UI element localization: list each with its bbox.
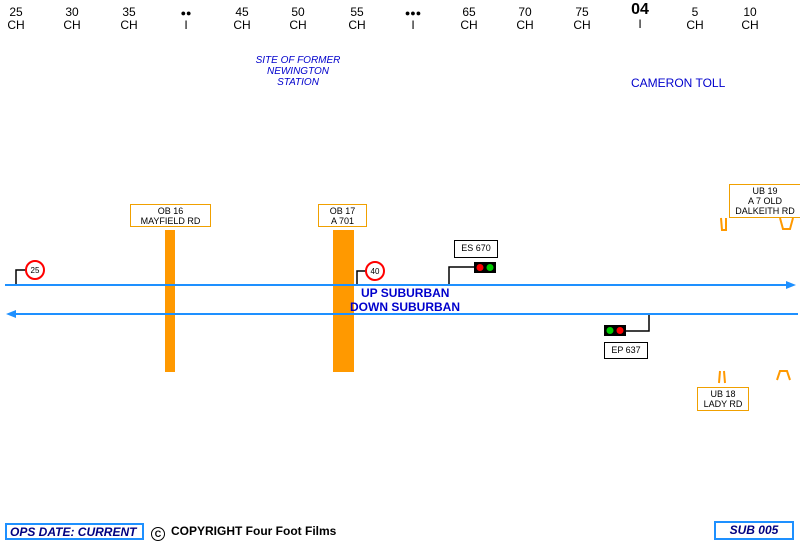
ub19-road-line2: DALKEITH RD: [735, 206, 795, 216]
milepost-unit: CH: [233, 18, 251, 32]
signal-ep637-head: [604, 325, 626, 336]
milepost-value: 45: [235, 5, 249, 19]
milepost-dots: ●●●: [404, 8, 422, 18]
signal-ep637-post: [626, 315, 650, 332]
milepost-3: ●●I: [156, 8, 216, 32]
signal-es670-red-lamp-icon: [476, 264, 484, 271]
ub19-abutment-right: [779, 217, 794, 230]
station-note-line2: NEWINGTON: [266, 66, 330, 77]
milepost-value: 10: [743, 5, 757, 19]
bridge-ob17-label: OB 17 A 701: [318, 204, 367, 227]
copyright-notice: C COPYRIGHT Four Foot Films: [151, 524, 336, 541]
ub19-number: UB 19: [752, 186, 778, 196]
milepost-value: 25: [9, 5, 23, 19]
milepost-unit: CH: [63, 18, 81, 32]
up-direction-arrow-icon: [786, 281, 796, 289]
speed-sign-40-post: [356, 270, 366, 284]
milepost-7: ●●●I: [383, 8, 443, 32]
milepost-value: 70: [518, 5, 532, 19]
copyright-text: COPYRIGHT Four Foot Films: [171, 524, 337, 538]
speed-sign-25-post: [15, 269, 26, 284]
ops-date-badge: OPS DATE: CURRENT: [5, 523, 144, 540]
milepost-value: 65: [462, 5, 476, 19]
milepost-unit: CH: [741, 18, 759, 32]
signal-es670-post: [448, 266, 474, 284]
milepost-dots: ●●: [180, 8, 192, 18]
speed-sign-25-value: 25: [31, 266, 40, 275]
speed-sign-40-value: 40: [371, 267, 380, 276]
milepost-unit: I: [411, 18, 415, 32]
milepost-unit: CH: [348, 18, 366, 32]
milepost-unit: CH: [516, 18, 534, 32]
milepost-value: 04: [631, 1, 649, 18]
place-name-cameron-toll: CAMERON TOLL: [631, 76, 726, 90]
speed-sign-25-icon: [25, 260, 45, 280]
milepost-value: 35: [122, 5, 136, 19]
ub18-abutment-right: [776, 370, 791, 381]
signal-ep637-red-lamp-icon: [616, 327, 624, 334]
milepost-unit: I: [638, 17, 642, 31]
milepost-value: 75: [575, 5, 589, 19]
ub18-abutment-left: [718, 370, 726, 384]
bridge-ob16-span: [165, 230, 175, 372]
station-note-line3: STATION: [277, 77, 319, 88]
milepost-unit: CH: [289, 18, 307, 32]
sheet-number-badge: SUB 005: [714, 521, 794, 540]
former-station-note: SITE OF FORMER NEWINGTON STATION: [248, 55, 348, 88]
down-direction-arrow-icon: [6, 310, 16, 318]
bridge-ub19-label: UB 19 A 7 OLD DALKEITH RD: [729, 184, 800, 218]
milepost-value: 30: [65, 5, 79, 19]
copyright-icon: C: [151, 527, 165, 541]
ob17-number: OB 17: [329, 206, 356, 216]
ob17-road: A 701: [330, 216, 355, 226]
milepost-value: 5: [691, 5, 699, 19]
signal-es670-green-lamp-icon: [486, 264, 494, 271]
milepost-value: 55: [350, 5, 364, 19]
signal-es670-head: [474, 262, 496, 273]
bridge-ob17-span: [333, 230, 354, 372]
ub18-road: LADY RD: [703, 399, 743, 409]
down-suburban-label: DOWN SUBURBAN: [350, 300, 460, 314]
ub19-road-line1: A 7 OLD: [747, 196, 783, 206]
station-note-line1: SITE OF FORMER: [255, 55, 341, 66]
milepost-unit: CH: [460, 18, 478, 32]
bridge-ob16-label: OB 16 MAYFIELD RD: [130, 204, 211, 227]
milepost-unit: CH: [686, 18, 704, 32]
milepost-unit: CH: [573, 18, 591, 32]
bridge-ub18-label: UB 18 LADY RD: [697, 387, 749, 411]
speed-sign-40-icon: [365, 261, 385, 281]
ub18-number: UB 18: [710, 389, 736, 399]
milepost-unit: CH: [7, 18, 25, 32]
signal-ep637-green-lamp-icon: [606, 327, 614, 334]
ob16-number: OB 16: [157, 206, 184, 216]
ub19-abutment-left: [720, 217, 727, 231]
signal-es670-label: ES 670: [454, 240, 498, 258]
up-suburban-label: UP SUBURBAN: [361, 286, 450, 300]
milepost-unit: I: [184, 18, 188, 32]
milepost-value: 50: [291, 5, 305, 19]
signal-ep637-label: EP 637: [604, 342, 648, 359]
milepost-unit: CH: [120, 18, 138, 32]
ob16-road: MAYFIELD RD: [140, 216, 201, 226]
